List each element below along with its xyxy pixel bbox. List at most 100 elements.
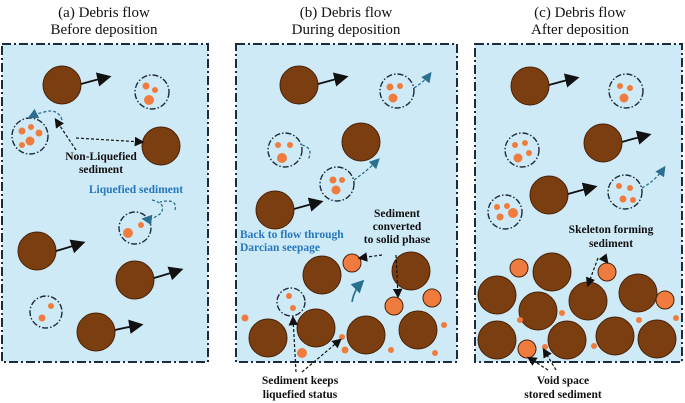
label-void-space-line1: Void space bbox=[537, 375, 589, 387]
sediment-particle bbox=[526, 150, 532, 156]
panel-c-content: Skeleton forming sediment Void space sto… bbox=[477, 66, 679, 401]
sediment-particle bbox=[636, 317, 642, 323]
sediment-particle bbox=[517, 317, 523, 323]
sediment-particle bbox=[542, 344, 548, 350]
sediment-particle bbox=[494, 204, 500, 210]
sediment-particle bbox=[619, 195, 627, 203]
sediment-particle bbox=[627, 85, 633, 91]
sediment-particle bbox=[591, 343, 597, 349]
sediment-particle bbox=[38, 314, 46, 322]
solid-sediment bbox=[517, 339, 537, 359]
sediment-particle bbox=[513, 153, 523, 163]
sediment-particle bbox=[627, 185, 633, 191]
sediment-particle bbox=[341, 346, 349, 354]
label-non-liquefied-line2: sediment bbox=[79, 164, 123, 176]
coarse-grain bbox=[568, 281, 608, 321]
sediment-particle bbox=[386, 83, 394, 91]
pointer-arrow bbox=[598, 253, 609, 264]
sediment-particle bbox=[630, 197, 636, 203]
solid-sediment bbox=[655, 290, 675, 310]
sediment-particle bbox=[152, 87, 158, 93]
pointer-arrow bbox=[357, 252, 383, 262]
coarse-grain bbox=[532, 252, 572, 292]
trajectory-arrow bbox=[27, 108, 63, 121]
label-keeps-liquefied-line1: Sediment keeps bbox=[262, 375, 339, 387]
pointer-arrow bbox=[75, 136, 145, 147]
panel-a-title-line1: (a) Debris flow bbox=[58, 5, 150, 21]
coarse-grain bbox=[341, 122, 381, 162]
coarse-grain bbox=[141, 126, 181, 166]
sediment-cluster bbox=[607, 174, 643, 210]
coarse-grain bbox=[255, 190, 295, 230]
coarse-grain bbox=[618, 273, 658, 313]
sediment-particle bbox=[275, 142, 281, 148]
coarse-grain bbox=[477, 320, 517, 360]
sediment-cluster bbox=[29, 295, 63, 329]
sediment-cluster bbox=[276, 287, 306, 317]
trajectory-arrow bbox=[641, 165, 666, 189]
coarse-grain bbox=[302, 255, 342, 295]
trajectory-arrow bbox=[301, 144, 311, 161]
sediment-particle bbox=[19, 142, 25, 148]
coarse-grain bbox=[115, 260, 155, 300]
sediment-particle bbox=[508, 208, 518, 218]
label-skeleton-line2: sediment bbox=[589, 238, 633, 250]
sediment-particle bbox=[496, 213, 504, 221]
flow-arrow bbox=[317, 72, 349, 87]
sediment-particle bbox=[241, 314, 249, 322]
coarse-grain bbox=[17, 231, 57, 271]
label-void-space-line2: stored sediment bbox=[524, 389, 602, 401]
sediment-particle bbox=[673, 315, 679, 321]
coarse-grain bbox=[248, 318, 288, 358]
label-non-liquefied-line1: Non-Liquefied bbox=[65, 151, 137, 163]
coarse-grain bbox=[583, 123, 623, 163]
sediment-particle bbox=[18, 127, 26, 135]
sediment-particle bbox=[297, 348, 307, 358]
sediment-cluster bbox=[487, 194, 523, 230]
sediment-particle bbox=[617, 83, 623, 89]
sediment-cluster bbox=[267, 132, 303, 168]
trajectory-arrow bbox=[141, 199, 164, 226]
coarse-grain bbox=[529, 175, 569, 215]
flow-arrow bbox=[80, 72, 112, 87]
panel-c-title-line1: (c) Debris flow bbox=[534, 5, 626, 21]
flow-arrow bbox=[153, 266, 184, 281]
sediment-particle bbox=[28, 124, 34, 130]
panel-b-title-line2: During deposition bbox=[292, 22, 401, 38]
sediment-cluster bbox=[379, 73, 415, 109]
flow-arrow bbox=[293, 197, 324, 212]
sediment-particle bbox=[522, 140, 528, 146]
sediment-particle bbox=[123, 228, 133, 238]
sediment-cluster bbox=[608, 73, 644, 109]
coarse-grain bbox=[391, 251, 431, 291]
sediment-particle bbox=[432, 350, 438, 356]
pointer-arrow bbox=[54, 118, 77, 151]
sediment-particle bbox=[559, 310, 565, 316]
sediment-cluster bbox=[319, 166, 355, 202]
solid-sediment bbox=[509, 258, 529, 278]
coarse-grain bbox=[637, 319, 677, 359]
panel-b-title-line1: (b) Debris flow bbox=[300, 5, 393, 21]
sediment-particle bbox=[290, 305, 296, 311]
sediment-particle bbox=[339, 334, 345, 340]
flow-arrow bbox=[621, 130, 652, 145]
coarse-grain bbox=[76, 312, 116, 352]
sediment-particle bbox=[277, 153, 287, 163]
coarse-grain bbox=[547, 320, 587, 360]
coarse-grain bbox=[42, 65, 82, 105]
coarse-grain bbox=[296, 308, 336, 348]
sediment-particle bbox=[388, 347, 394, 353]
sediment-particle bbox=[616, 183, 622, 189]
coarse-grain bbox=[477, 275, 517, 315]
pointer-arrow bbox=[526, 356, 549, 371]
label-converted-line1: Sediment bbox=[374, 208, 420, 220]
coarse-grain bbox=[279, 65, 319, 105]
sediment-particle bbox=[138, 222, 144, 228]
panel-a-frame bbox=[1, 43, 209, 363]
sediment-particle bbox=[388, 93, 398, 103]
flow-arrow bbox=[114, 319, 144, 334]
panel-c-title-line2: After deposition bbox=[531, 22, 629, 38]
label-liquefied-sediment: Liquefied sediment bbox=[89, 184, 183, 196]
sediment-particle bbox=[397, 83, 403, 89]
